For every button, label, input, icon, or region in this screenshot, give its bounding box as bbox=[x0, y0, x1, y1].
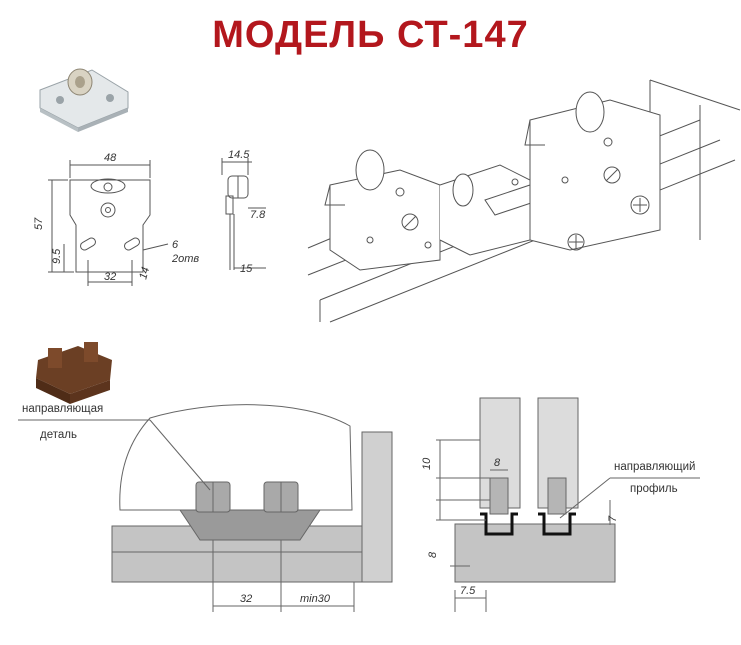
dim-profile-height: 7 bbox=[607, 515, 619, 522]
dim-width: 48 bbox=[104, 152, 117, 164]
dim-height: 57 bbox=[33, 217, 45, 230]
page-title: МОДЕЛЬ СТ-147 bbox=[212, 14, 529, 56]
dim-side-length: 15 bbox=[240, 263, 253, 275]
profile-label-line1: направляющий bbox=[614, 461, 695, 473]
side-view-drawing bbox=[221, 158, 266, 270]
dim-hole-offset: 9.5 bbox=[51, 248, 63, 264]
dim-side-width: 14.5 bbox=[228, 149, 250, 161]
profile-section-drawing bbox=[436, 397, 700, 612]
roller-photo bbox=[39, 68, 129, 132]
dim-holes-diameter: 6 bbox=[172, 239, 179, 251]
dim-side-height: 7.8 bbox=[250, 209, 266, 221]
dim-min-distance: min30 bbox=[300, 593, 331, 605]
guide-piece-photo bbox=[36, 342, 112, 404]
dim-pin-width: 8 bbox=[494, 457, 501, 469]
dim-profile-offset: 7.5 bbox=[460, 585, 476, 597]
dim-slot: 14 bbox=[137, 266, 152, 281]
assembly-perspective bbox=[307, 79, 741, 323]
guide-label-line1: направляющая bbox=[22, 403, 103, 415]
dim-guide-spacing: 32 bbox=[240, 593, 252, 605]
front-view-drawing bbox=[48, 160, 169, 286]
dim-hole-spacing: 32 bbox=[104, 271, 116, 283]
dim-holes-count: 2отв bbox=[171, 253, 199, 265]
profile-label-line2: профиль bbox=[630, 483, 678, 495]
dim-door-offset: 10 bbox=[421, 457, 433, 470]
guide-section-drawing bbox=[18, 404, 393, 612]
dim-rail-depth: 8 bbox=[427, 551, 439, 558]
guide-label-line2: деталь bbox=[40, 429, 77, 441]
